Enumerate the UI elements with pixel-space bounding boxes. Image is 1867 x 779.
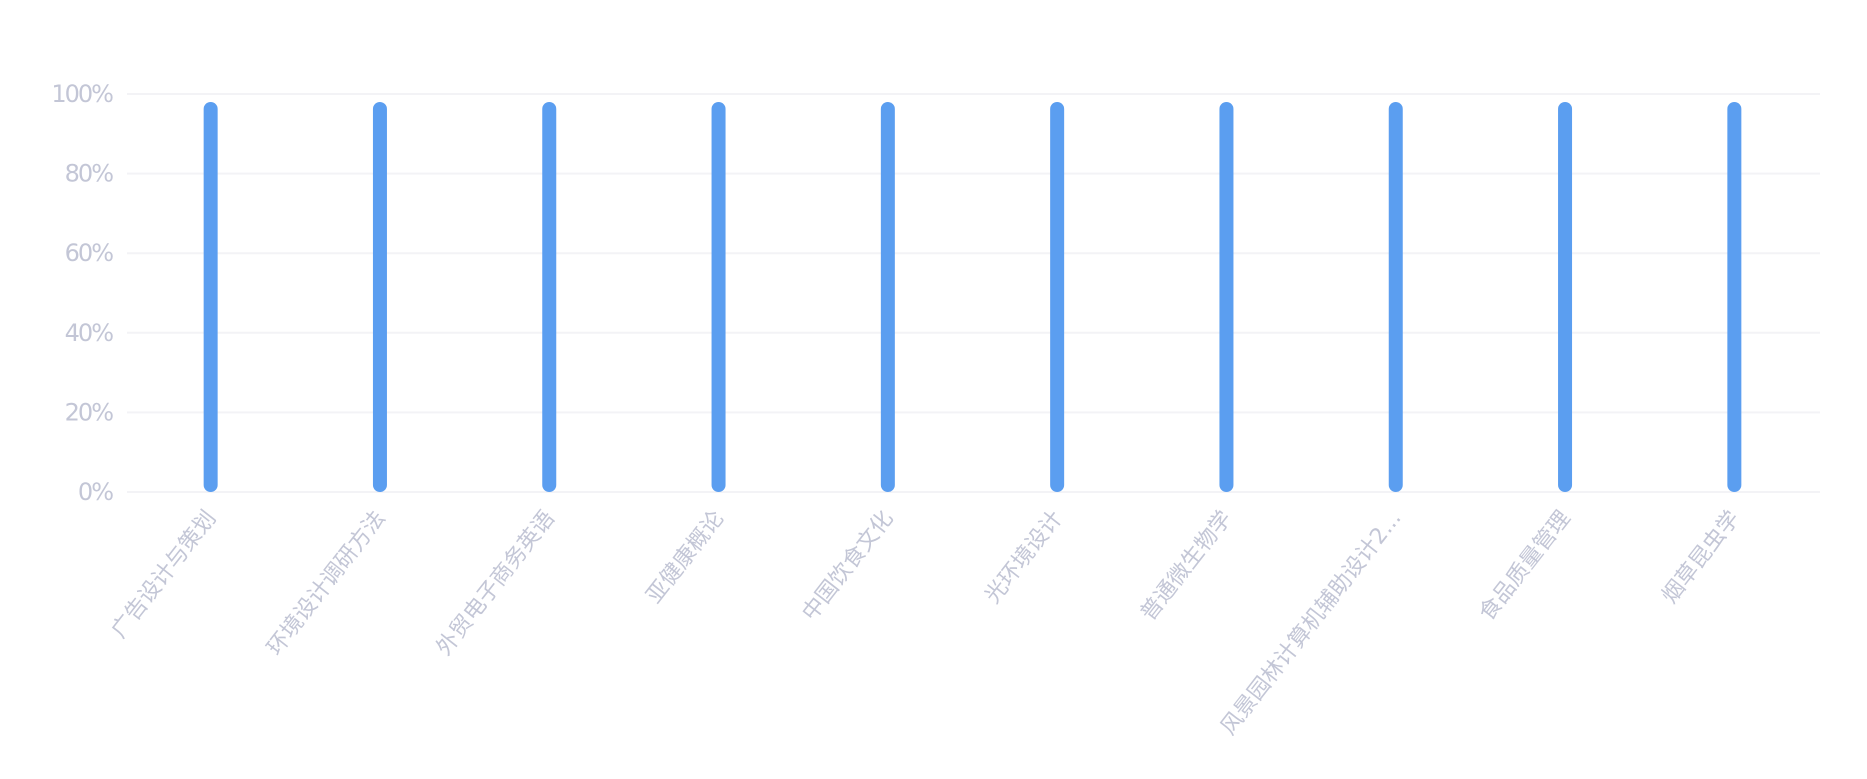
- y-tick-label: 20%: [65, 398, 114, 426]
- x-tick-label: 亚健康概论: [642, 506, 729, 608]
- x-tick-label: 食品质量管理: [1475, 506, 1576, 625]
- y-tick-label: 100%: [51, 80, 113, 108]
- bar: [1388, 102, 1403, 492]
- x-tick-label: 外贸电子商务英语: [432, 506, 560, 660]
- x-tick-label: 烟草昆虫学: [1658, 506, 1745, 608]
- y-tick-label: 80%: [65, 160, 114, 188]
- y-tick-label: 40%: [65, 319, 114, 347]
- x-tick-label: 光环境设计: [980, 506, 1067, 608]
- bar: [1219, 102, 1234, 492]
- bar: [1558, 102, 1573, 492]
- bar: [880, 102, 895, 492]
- bar: [372, 102, 387, 492]
- bar: [542, 102, 557, 492]
- bar: [1727, 102, 1742, 492]
- x-tick-label: 普通微生物学: [1136, 506, 1237, 625]
- x-tick-label: 中国饮食文化: [798, 506, 899, 625]
- bar: [1050, 102, 1065, 492]
- x-tick-label: 风景园林计算机辅助设计2...: [1216, 506, 1406, 740]
- bar: [203, 102, 218, 492]
- y-tick-label: 60%: [65, 239, 114, 267]
- bar: [711, 102, 726, 492]
- x-tick-label: 广告设计与策划: [107, 506, 222, 643]
- y-tick-label: 0%: [78, 478, 113, 506]
- x-tick-label: 环境设计调研方法: [263, 506, 391, 660]
